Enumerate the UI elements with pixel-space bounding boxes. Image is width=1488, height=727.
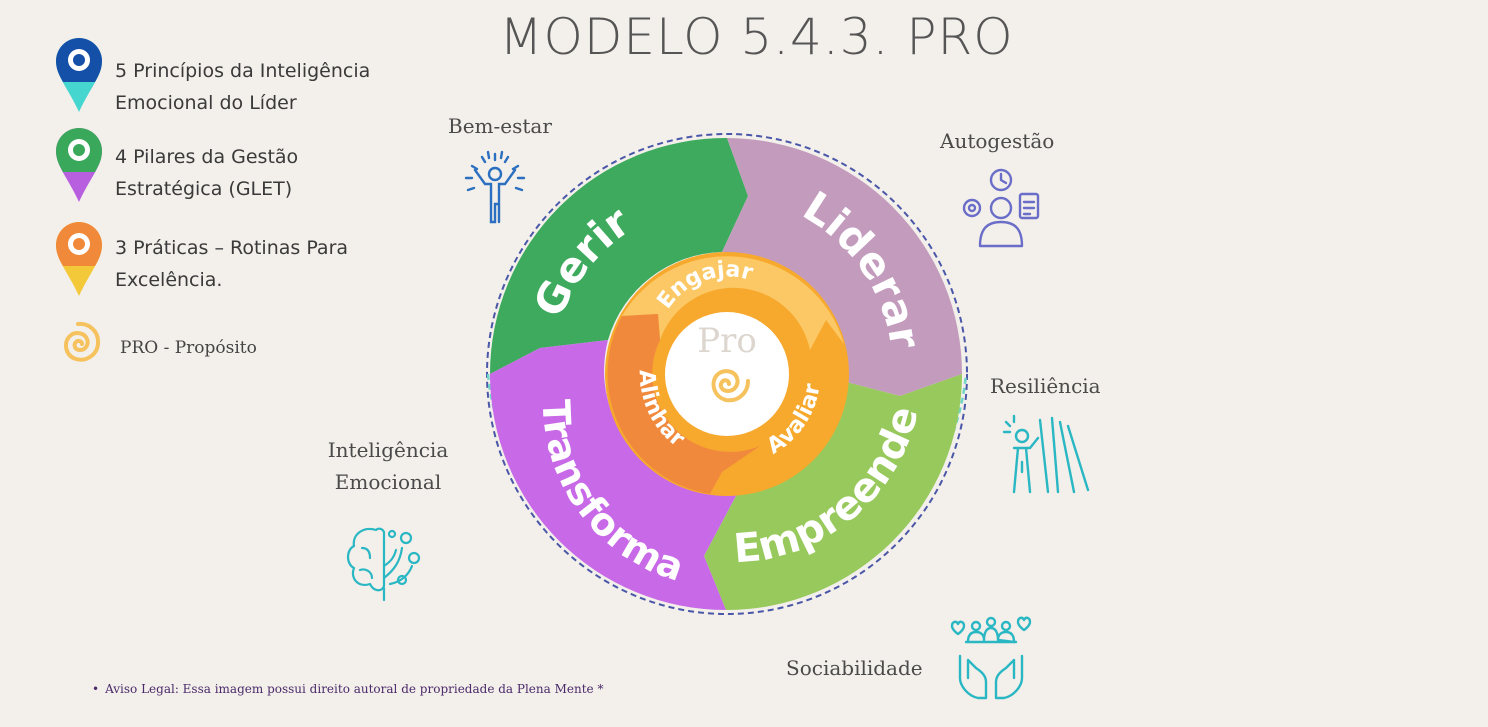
pro-legend-label: PRO - Propósito <box>120 338 257 358</box>
segment-gerir <box>490 137 748 374</box>
center-label: Pro <box>697 321 757 361</box>
segment-alinhar <box>607 314 760 494</box>
center-spiral-icon <box>711 369 750 403</box>
person-celebrating-icon <box>464 150 526 224</box>
resilience-icon <box>1002 414 1090 494</box>
self-management-icon <box>962 168 1040 248</box>
legend-item-pilares <box>54 126 104 208</box>
legend-text-pilares: 4 Pilares da Gestão Estratégica (GLET) <box>115 146 299 200</box>
map-pin-icon <box>56 222 102 296</box>
outer-ring-top <box>486 133 968 615</box>
page-title: MODELO 5.4.3. PRO <box>499 8 1014 66</box>
segment-transformar <box>490 340 738 610</box>
segment-liderar <box>722 138 962 396</box>
legend-item-principios <box>54 36 104 118</box>
label-sociabilidade: Sociabilidade <box>786 656 923 680</box>
legend-text-praticas: 3 Práticas – Rotinas Para Excelência. <box>115 237 349 291</box>
map-pin-icon <box>56 128 102 202</box>
segment-empreender <box>704 374 962 610</box>
legend-item-praticas <box>54 220 104 302</box>
legal-notice: Aviso Legal: Essa imagem possui direito … <box>92 682 603 696</box>
map-pin-icon <box>56 38 102 112</box>
legend-text-principios: 5 Princípios da Inteligência Emocional d… <box>115 60 371 114</box>
spiral-icon <box>63 321 101 362</box>
label-resiliencia: Resiliência <box>990 374 1101 398</box>
center-circle <box>665 312 789 436</box>
brain-flower-icon <box>346 527 421 602</box>
label-autogestao: Autogestão <box>940 129 1055 153</box>
segment-engajar <box>622 256 844 350</box>
sociability-icon <box>950 616 1032 700</box>
label-inteligencia-emocional: Inteligência Emocional <box>327 438 449 494</box>
label-bem-estar: Bem-estar <box>448 114 552 138</box>
